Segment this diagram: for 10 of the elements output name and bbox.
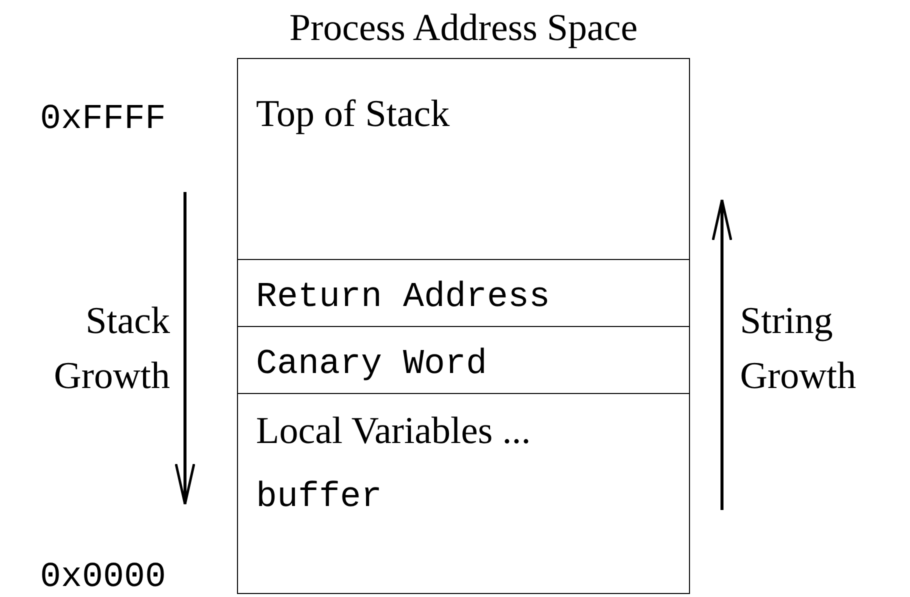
diagram-heading: Process Address Space — [288, 9, 639, 47]
address-label: 0xFFFF — [40, 98, 166, 141]
region-label: Canary Word — [256, 347, 488, 382]
region-label: Local Variables ... — [256, 412, 531, 450]
address-label: 0x0000 — [40, 556, 166, 597]
region-label: buffer — [256, 480, 382, 515]
region-label: Top of Stack — [256, 95, 450, 133]
axis-label: Stack Growth — [52, 299, 170, 400]
region-label: Return Address — [256, 280, 550, 315]
axis-label: String Growth — [740, 299, 858, 400]
